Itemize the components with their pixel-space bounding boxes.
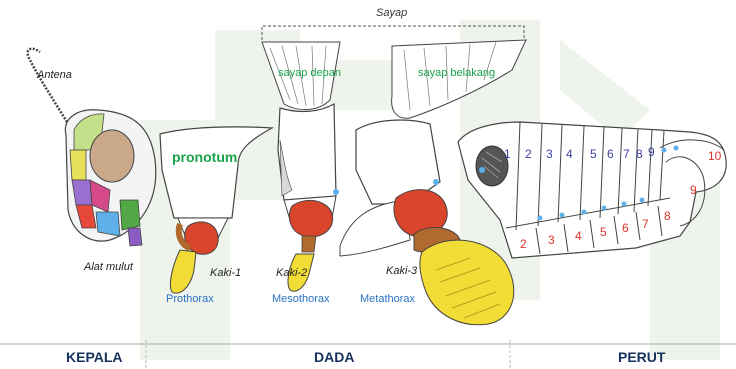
sternite-6: 6 (622, 221, 629, 235)
tergite-3: 3 (546, 147, 553, 161)
section-dada: DADA (314, 349, 354, 365)
sternite-5: 5 (600, 225, 607, 239)
section-perut: PERUT (618, 349, 666, 365)
kaki-3-label: Kaki-3 (386, 265, 418, 277)
tergite-2: 2 (525, 147, 532, 161)
sternite-4: 4 (575, 229, 582, 243)
tergite-8: 8 (636, 147, 643, 161)
sternite-2: 2 (520, 237, 527, 251)
tergite-9: 9 (648, 145, 655, 159)
tergite-5: 5 (590, 147, 597, 161)
sternite-8: 8 (664, 209, 671, 223)
section-bar: KEPALA DADA PERUT (0, 340, 736, 369)
sayap-belakang-label: sayap belakang (418, 67, 495, 79)
pronotum-label: pronotum (172, 149, 237, 165)
antena-label: Antena (36, 69, 72, 81)
tergite-7: 7 (623, 147, 630, 161)
tail-segment-10: 10 (708, 149, 722, 163)
tergite-4: 4 (566, 147, 573, 161)
section-kepala: KEPALA (66, 349, 123, 365)
sayap-label: Sayap (376, 7, 407, 19)
prothorax-label: Prothorax (166, 293, 214, 305)
head: Antena Alat mulut (28, 49, 156, 273)
kaki-2-label: Kaki-2 (276, 267, 307, 279)
alat-mulut-label: Alat mulut (83, 261, 134, 273)
sternite-7: 7 (642, 217, 649, 231)
kaki-1-label: Kaki-1 (210, 267, 241, 279)
metathorax-label: Metathorax (360, 293, 416, 305)
sayap-depan-label: sayap depan (278, 67, 341, 79)
mesothorax-label: Mesothorax (272, 293, 330, 305)
sternite-3: 3 (548, 233, 555, 247)
compound-eye (90, 130, 134, 182)
tail-segment-9: 9 (690, 183, 697, 197)
tergite-1: 1 (504, 147, 511, 161)
tergite-6: 6 (607, 147, 614, 161)
coxa-2 (289, 200, 332, 236)
